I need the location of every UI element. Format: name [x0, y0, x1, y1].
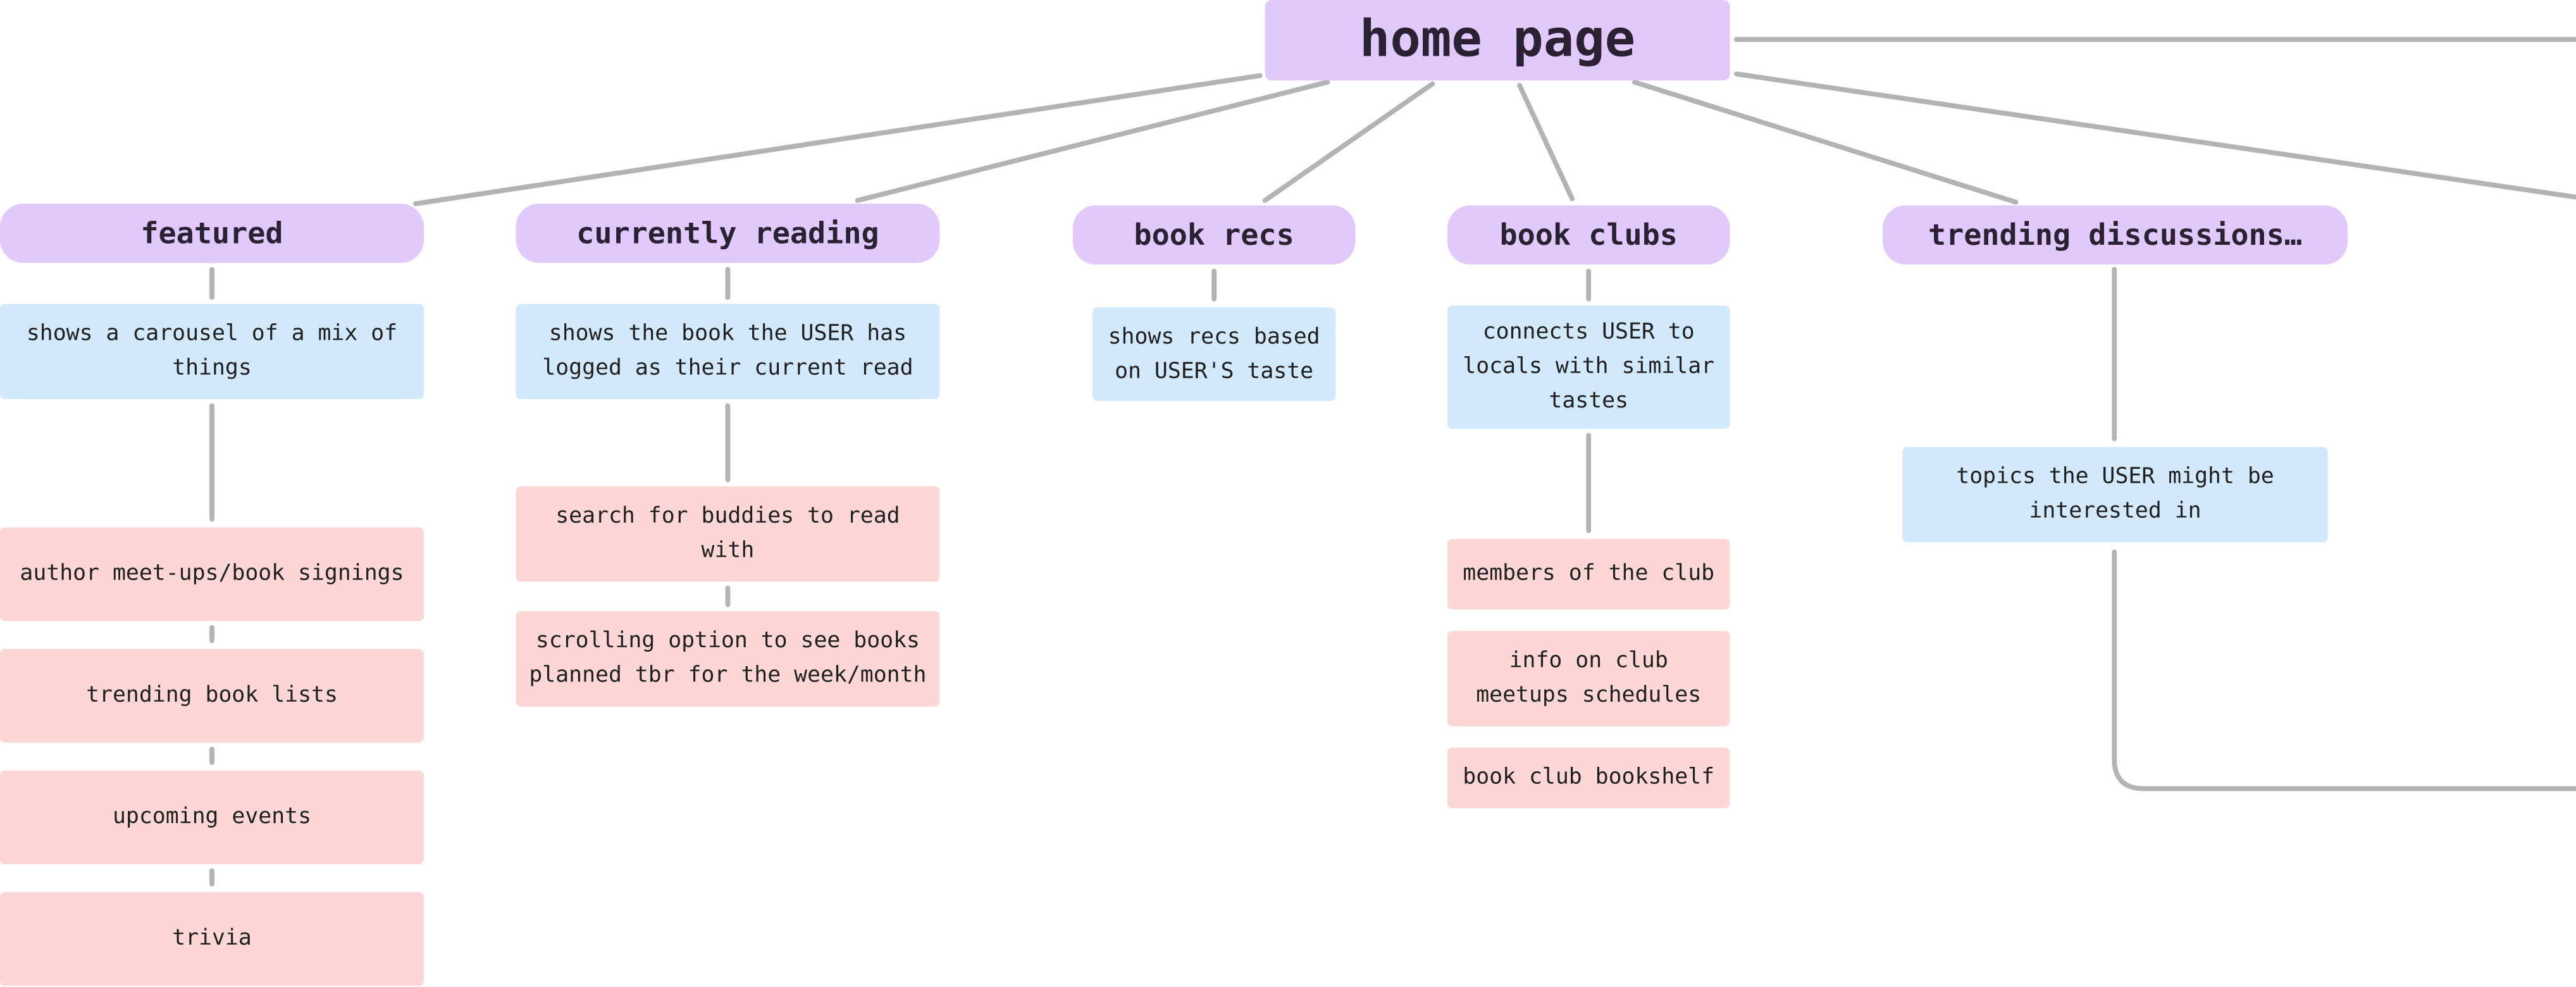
description-node-featured[interactable]: shows a carousel of a mix of things [0, 304, 424, 400]
connector-root-book-recs [1262, 81, 1435, 203]
description-node-trending-discussions[interactable]: topics the USER might be interested in [1902, 447, 2328, 542]
category-node-trending-discussions[interactable]: trending discussions… [1883, 205, 2348, 265]
connector-root-currently-reading [855, 79, 1330, 203]
category-node-book-recs[interactable]: book recs [1072, 205, 1356, 265]
item-node-author-meetups[interactable]: author meet-ups/book signings [0, 527, 424, 621]
item-node-members-of-club[interactable]: members of the club [1447, 538, 1730, 610]
connector-root-book-clubs [1517, 83, 1575, 202]
root-node-home-page[interactable]: home page [1265, 0, 1730, 81]
item-node-search-buddies[interactable]: search for buddies to read with [516, 486, 940, 582]
description-node-book-recs[interactable]: shows recs based on USER'S taste [1092, 307, 1336, 401]
item-node-club-bookshelf[interactable]: book club bookshelf [1447, 747, 1730, 809]
category-node-book-clubs[interactable]: book clubs [1447, 205, 1730, 265]
connector-trending-offscreen [2112, 549, 2576, 791]
item-node-scrolling-tbr[interactable]: scrolling option to see books planned tb… [516, 611, 940, 707]
connector-root-featured [413, 73, 1263, 206]
category-node-featured[interactable]: featured [0, 204, 424, 263]
connector-root-trending [1632, 79, 2019, 205]
category-node-currently-reading[interactable]: currently reading [516, 204, 940, 263]
description-node-book-clubs[interactable]: connects USER to locals with similar tas… [1447, 306, 1730, 429]
item-node-trivia[interactable]: trivia [0, 892, 424, 986]
connector-root-offscreen-lower [1734, 71, 2576, 200]
item-node-club-meetup-schedules[interactable]: info on club meetups schedules [1447, 631, 1730, 726]
item-node-upcoming-events[interactable]: upcoming events [0, 770, 424, 864]
item-node-trending-book-lists[interactable]: trending book lists [0, 649, 424, 743]
description-node-currently-reading[interactable]: shows the book the USER has logged as th… [516, 304, 940, 400]
